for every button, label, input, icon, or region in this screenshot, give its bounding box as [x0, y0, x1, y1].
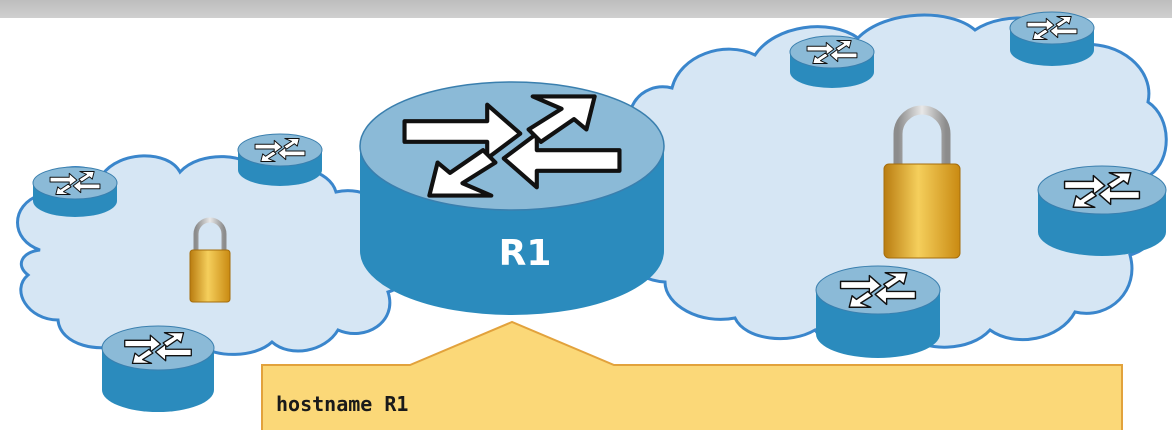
router-icon [32, 166, 118, 217]
padlock-icon [189, 217, 231, 303]
router-icon [1009, 11, 1095, 66]
router-icon [237, 133, 323, 186]
router-icon [1037, 165, 1167, 256]
router-icon [815, 265, 941, 358]
router-icon [789, 35, 875, 88]
callout-box [261, 320, 1123, 430]
config-line: hostname R1 [276, 392, 409, 416]
padlock-icon [883, 105, 961, 259]
router-r1-label: R1 [498, 233, 552, 274]
top-bar [0, 0, 1172, 18]
router-r1 [359, 81, 665, 315]
router-icon [101, 325, 215, 412]
